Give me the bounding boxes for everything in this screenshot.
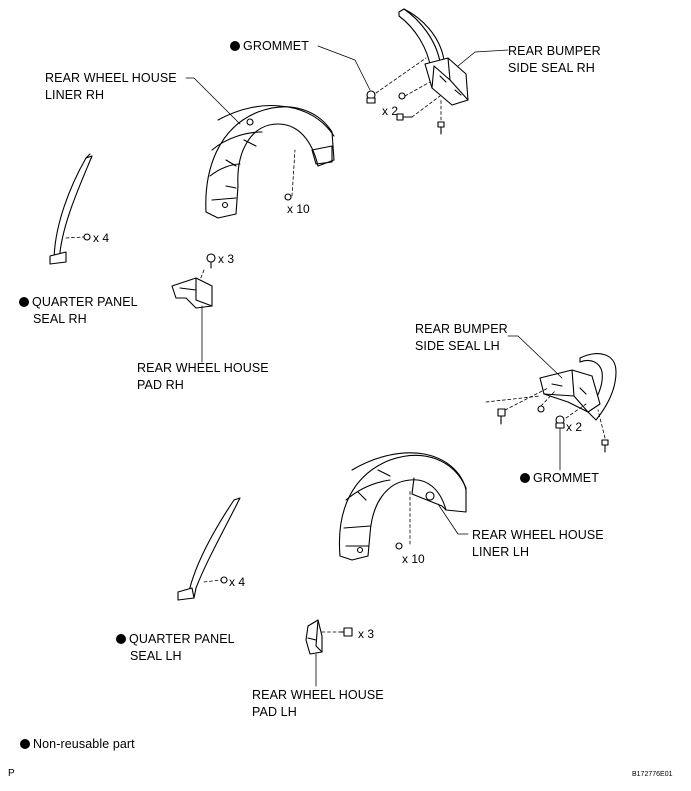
pad-rh-label-2: PAD RH xyxy=(137,378,184,392)
pad-lh-label-2: PAD LH xyxy=(252,705,297,719)
quarter-rh-dash xyxy=(65,236,85,239)
quarter-rh-qty: x 4 xyxy=(93,231,110,245)
figure-code: B172776E01 xyxy=(632,771,673,778)
bumper-seal-lh-label-2: SIDE SEAL LH xyxy=(415,339,500,353)
liner-rh-fastener xyxy=(284,193,292,201)
non-reusable-dot-icon xyxy=(116,634,126,644)
bumper-seal-rh-label-2: SIDE SEAL RH xyxy=(508,61,595,75)
grommet-lh-qty: x 2 xyxy=(566,420,583,434)
liner-rh-dash xyxy=(291,149,296,197)
rear-wheel-house-liner-lh-part xyxy=(338,452,467,561)
liner-rh-label-1: REAR WHEEL HOUSE xyxy=(45,71,177,85)
bumper-seal-rh-label-1: REAR BUMPER xyxy=(508,44,601,58)
grommet-rh-label: GROMMET xyxy=(230,39,309,53)
quarter-lh-qty: x 4 xyxy=(229,575,246,589)
page-mark: P xyxy=(8,768,15,779)
pad-lh-fastener xyxy=(339,627,353,637)
non-reusable-dot-icon xyxy=(19,297,29,307)
pad-lh-lines xyxy=(315,631,341,687)
legend-text: Non-reusable part xyxy=(33,737,135,751)
liner-rh-leader xyxy=(185,77,241,125)
non-reusable-dot-icon xyxy=(230,41,240,51)
rear-bumper-side-seal-lh-part xyxy=(539,353,617,421)
grommet-lh-text: GROMMET xyxy=(533,471,599,485)
rear-bumper-side-seal-rh-part xyxy=(398,8,469,106)
grommet-rh-text: GROMMET xyxy=(243,39,309,53)
pad-lh-label-1: REAR WHEEL HOUSE xyxy=(252,688,384,702)
grommet-lh-label: GROMMET xyxy=(520,471,599,485)
quarter-panel-seal-rh-part xyxy=(49,153,93,265)
pad-rh-label-1: REAR WHEEL HOUSE xyxy=(137,361,269,375)
quarter-lh-label-1: QUARTER PANEL xyxy=(116,632,235,646)
liner-lh-qty: x 10 xyxy=(402,552,425,566)
quarter-rh-label-1: QUARTER PANEL xyxy=(19,295,138,309)
leader-lines-rh-top xyxy=(317,45,509,91)
pad-rh-lines xyxy=(199,269,205,363)
liner-rh-label-2: LINER RH xyxy=(45,88,105,102)
non-reusable-dot-icon xyxy=(20,739,30,749)
quarter-rh-label-2: SEAL RH xyxy=(33,312,87,326)
pad-lh-qty: x 3 xyxy=(358,627,375,641)
liner-rh-qty: x 10 xyxy=(287,202,310,216)
quarter-panel-seal-lh-part xyxy=(177,497,241,601)
quarter-lh-text: QUARTER PANEL xyxy=(129,632,235,646)
liner-lh-label-1: REAR WHEEL HOUSE xyxy=(472,528,604,542)
quarter-lh-fastener xyxy=(220,576,228,584)
rear-wheel-house-pad-lh-part xyxy=(305,619,323,655)
quarter-rh-text: QUARTER PANEL xyxy=(32,295,138,309)
non-reusable-dot-icon xyxy=(520,473,530,483)
liner-lh-leader xyxy=(437,503,469,535)
quarter-rh-fastener xyxy=(83,233,91,241)
rear-wheel-house-liner-rh-part xyxy=(205,105,335,219)
quarter-lh-label-2: SEAL LH xyxy=(130,649,182,663)
pad-rh-fastener xyxy=(206,253,216,269)
quarter-lh-dash xyxy=(203,579,222,583)
pad-rh-qty: x 3 xyxy=(218,252,235,266)
liner-lh-fastener xyxy=(395,542,403,550)
bumper-seal-lh-leaders xyxy=(507,335,563,471)
bumper-seal-lh-label-1: REAR BUMPER xyxy=(415,322,508,336)
bumper-seal-lh-dashes xyxy=(485,387,606,439)
leader-dashes-rh-top xyxy=(375,57,442,121)
grommet-rh-qty: x 2 xyxy=(382,104,399,118)
bumper-seal-rh-fasteners xyxy=(366,90,445,135)
legend-non-reusable: Non-reusable part xyxy=(20,737,135,751)
liner-lh-label-2: LINER LH xyxy=(472,545,530,559)
rear-wheel-house-pad-rh-part xyxy=(171,277,213,309)
